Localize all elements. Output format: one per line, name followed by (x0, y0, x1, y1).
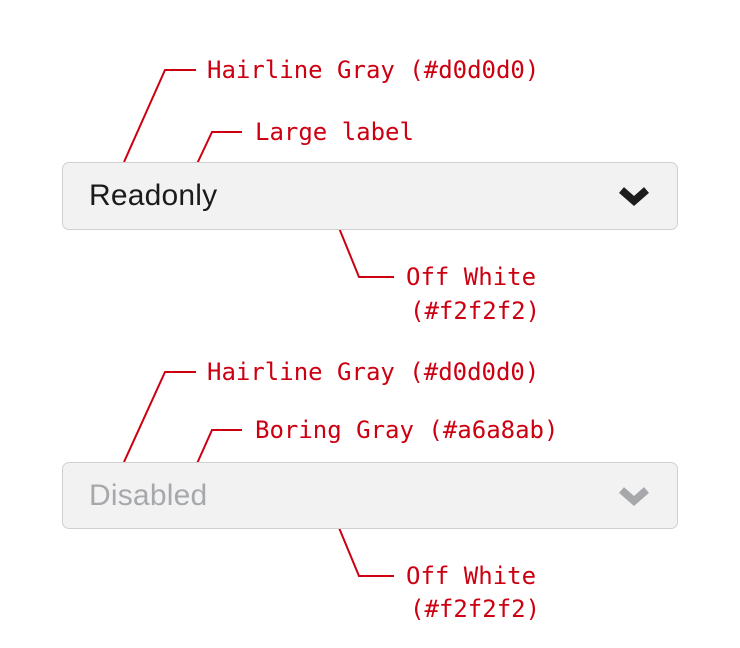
readonly-select-label: Readonly (89, 179, 218, 212)
disabled-select: Disabled (62, 462, 678, 529)
annotation-readonly-background-color-line1: Off White (406, 263, 537, 291)
readonly-select[interactable]: Readonly (62, 162, 678, 230)
chevron-down-icon (619, 486, 649, 506)
leader-line-readonly-border (123, 69, 196, 163)
annotation-disabled-background-color-line1: Off White (406, 562, 537, 590)
annotation-readonly-label: Large label (255, 118, 414, 146)
leader-line-disabled-background (336, 522, 394, 577)
disabled-select-label: Disabled (89, 478, 208, 512)
annotation-readonly-background-color-line2: (#f2f2f2) (410, 297, 541, 325)
leader-line-readonly-background (336, 222, 394, 278)
chevron-down-icon (619, 187, 649, 206)
annotation-disabled-border-color: Hairline Gray (#d0d0d0) (207, 358, 540, 386)
annotation-disabled-background-color-line2: (#f2f2f2) (410, 595, 541, 623)
annotation-readonly-border-color: Hairline Gray (#d0d0d0) (207, 56, 540, 84)
annotation-disabled-label-color: Boring Gray (#a6a8ab) (255, 416, 559, 444)
leader-line-disabled-border (123, 371, 196, 463)
